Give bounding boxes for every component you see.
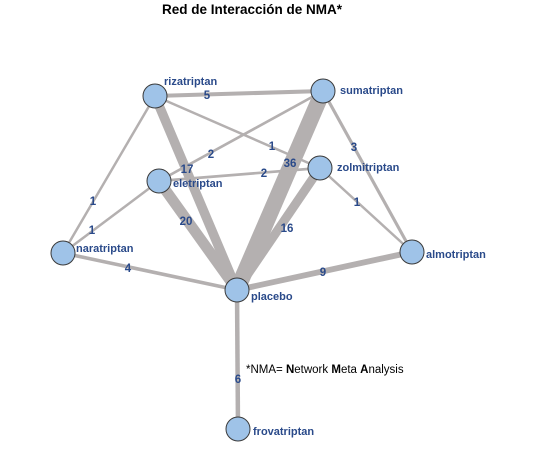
node-label-eletriptan: eletriptan [173,178,223,190]
edge-label-eletriptan-naratriptan: 1 [89,225,96,237]
edge-label-sumatriptan-eletriptan: 2 [208,149,214,161]
footnote-part: etwork [294,364,331,376]
edge-label-almotriptan-placebo: 9 [320,267,326,279]
edge-label-rizatriptan-zolmitriptan: 1 [269,141,276,153]
edge-label-eletriptan-placebo: 20 [180,216,193,228]
node-zolmitriptan [307,155,333,181]
node-label-sumatriptan: sumatriptan [340,85,403,97]
edge-label-eletriptan-zolmitriptan: 2 [261,168,267,180]
edge-rizatriptan-placebo [150,94,242,292]
node-label-frovatriptan: frovatriptan [253,426,314,438]
footnote-part: M [331,364,341,376]
node-frovatriptan [225,416,251,442]
node-label-naratriptan: naratriptan [76,243,134,255]
footnote-part: N [286,364,294,376]
edge-sumatriptan-almotriptan [321,90,414,253]
edge-zolmitriptan-almotriptan [319,167,413,253]
edge-label-sumatriptan-placebo: 36 [284,158,297,170]
edge-placebo-frovatriptan [234,289,241,430]
edge-sumatriptan-placebo [229,87,331,294]
footnote-part: eta [341,364,360,376]
footnote-nma: *NMA= Network Meta Analysis [246,364,404,376]
node-label-zolmitriptan: zolmitriptan [337,162,400,174]
edge-label-rizatriptan-naratriptan: 1 [90,196,97,208]
node-placebo [224,277,250,303]
edge-label-placebo-frovatriptan: 6 [235,374,241,386]
node-label-rizatriptan: rizatriptan [164,76,217,88]
edge-label-rizatriptan-sumatriptan: 5 [204,90,211,102]
edge-almotriptan-placebo [236,249,413,293]
node-naratriptan [50,240,76,266]
edge-eletriptan-zolmitriptan [158,166,321,183]
footnote-part: *NMA= [246,364,286,376]
edge-label-naratriptan-placebo: 4 [125,263,132,275]
edge-naratriptan-placebo [62,251,238,292]
edge-label-zolmitriptan-placebo: 16 [281,223,294,235]
edge-label-zolmitriptan-almotriptan: 1 [354,197,361,209]
edge-rizatriptan-sumatriptan [154,88,324,99]
node-sumatriptan [310,78,336,104]
footnote-part: nalysis [368,364,403,376]
footnote-part: A [360,364,368,376]
edge-rizatriptan-naratriptan [61,95,157,254]
edge-label-sumatriptan-almotriptan: 3 [351,142,357,154]
edge-label-rizatriptan-placebo: 17 [181,164,194,176]
node-rizatriptan [142,83,168,109]
edge-eletriptan-placebo [154,177,242,294]
edge-zolmitriptan-placebo [233,165,324,293]
diagram-title: Red de Interacción de NMA* [162,2,343,17]
node-label-placebo: placebo [251,291,293,303]
edges-layer [61,87,414,430]
edge-eletriptan-naratriptan [62,180,160,254]
node-eletriptan [146,168,172,194]
edge-labels-layer: 5 17 1 1 36 2 3 20 2 1 16 1 4 9 6 [89,90,361,386]
node-label-almotriptan: almotriptan [426,249,486,261]
nodes-layer: rizatriptan sumatriptan eletriptan zolmitri… [50,76,486,442]
node-almotriptan [399,239,425,265]
edge-sumatriptan-eletriptan [158,89,324,183]
